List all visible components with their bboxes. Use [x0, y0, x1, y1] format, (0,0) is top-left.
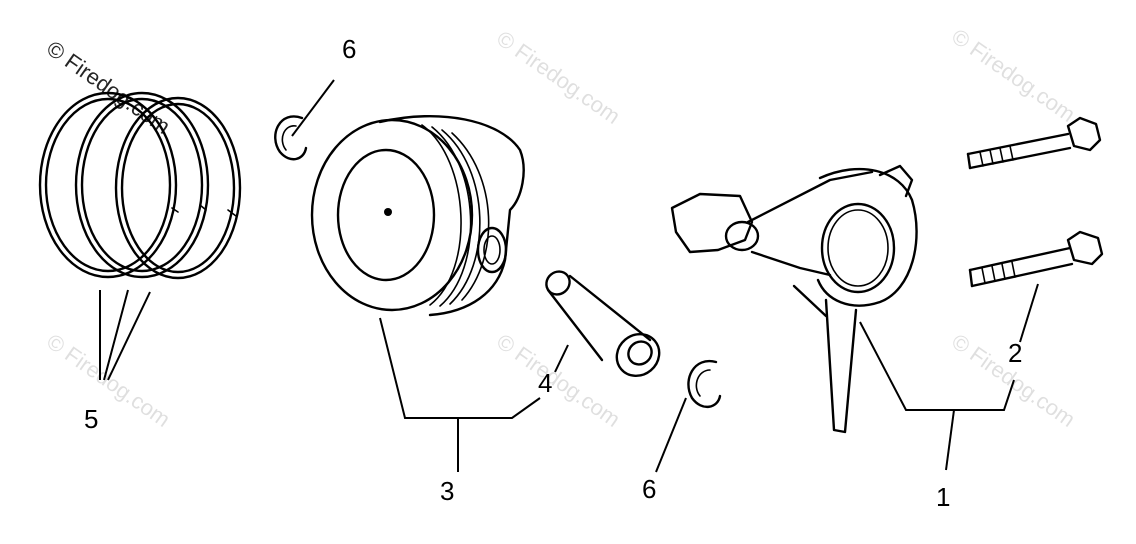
rod-bolt-upper: [966, 116, 1102, 170]
leader-6-upper: [291, 79, 335, 137]
circlip-upper-outer: [274, 115, 308, 161]
pin-end-bore: [627, 340, 653, 366]
ring-outer-2: [74, 91, 210, 279]
bolt-upper-shank-top: [966, 132, 1070, 156]
callouts: 5 3 4 6 6 1 2: [84, 34, 1022, 512]
pin-end-far: [545, 270, 571, 296]
circlip-upper: [274, 115, 308, 161]
pin-end-near: [615, 332, 661, 378]
leader-5-c: [107, 291, 151, 381]
ring-outer-3: [114, 96, 242, 280]
callout-2: 2: [1008, 338, 1022, 368]
circlip-upper-inner: [281, 125, 297, 151]
rod-big-end-bore-inner: [827, 209, 889, 287]
bolt-lower-shank-bottom: [970, 262, 1074, 288]
leader-2: [1019, 283, 1039, 343]
callout-3: 3: [440, 476, 454, 506]
ring-outer-1: [38, 91, 178, 279]
rod-beam-top: [746, 170, 874, 224]
leader-4: [554, 344, 569, 373]
piston-groove-1: [421, 124, 462, 306]
bolt-lower-thread: [981, 261, 1016, 284]
pin-body-top: [546, 288, 604, 362]
bolt-lower-tip: [968, 268, 974, 288]
piston-skirt-outline: [378, 115, 525, 317]
bolt-upper-tip: [966, 152, 972, 170]
piston-groove-2: [431, 126, 472, 307]
callout-6-lower: 6: [642, 474, 656, 504]
callout-1: 1: [936, 482, 950, 512]
watermarks: © Firedog.com © Firedog.com © Firedog.co…: [42, 24, 1080, 432]
watermark-top-center: © Firedog.com: [492, 26, 625, 129]
piston-crown-outer: [310, 118, 474, 312]
watermark-bottom-center: © Firedog.com: [492, 329, 625, 432]
connecting-rod: [670, 164, 918, 434]
callout-6-upper: 6: [342, 34, 356, 64]
ring-gap-3: [227, 209, 237, 217]
leader-5-b: [103, 289, 129, 381]
rod-bolt-boss-top: [878, 164, 914, 198]
piston-pin: [545, 270, 661, 378]
piston-groove-3: [441, 129, 481, 305]
callout-5: 5: [84, 404, 98, 434]
piston-crown-mark: [384, 208, 392, 216]
rod-big-end: [816, 167, 918, 307]
ring-gap-2: [199, 204, 207, 211]
rod-small-end: [670, 192, 754, 254]
bolt-upper-head: [1066, 116, 1102, 152]
rod-cap-edge: [792, 284, 828, 318]
watermark-bottom-left: © Firedog.com: [42, 329, 175, 432]
rod-small-end-bore: [724, 220, 760, 252]
piston-pin-bore: [483, 235, 501, 265]
rod-dipper: [824, 298, 858, 434]
watermark-top-right: © Firedog.com: [947, 24, 1080, 127]
ring-inner-2: [80, 97, 204, 273]
rod-beam-bottom: [750, 250, 832, 277]
leader-1-bracket: [859, 321, 1015, 411]
piston-crown-inner: [336, 148, 436, 282]
circlip-lower: [687, 359, 722, 408]
bolt-lower-shank-top: [968, 246, 1072, 272]
ring-inner-1: [44, 97, 172, 273]
circlip-lower-inner: [695, 369, 711, 397]
bolt-lower-head: [1066, 230, 1104, 266]
bolt-upper-shank-bottom: [968, 146, 1072, 170]
ring-inner-3: [120, 102, 236, 274]
callout-4: 4: [538, 368, 552, 398]
watermark-top-left: © Firedog.com: [42, 36, 175, 139]
piston-groove-4: [451, 132, 490, 301]
leader-6-lower: [655, 397, 687, 473]
piston: [310, 115, 525, 317]
piston-pin-boss: [476, 226, 508, 274]
piston-rings: [38, 91, 242, 280]
leader-3-bracket: [379, 317, 541, 419]
pin-body-bottom: [568, 274, 652, 342]
ring-gap-1: [171, 207, 179, 213]
circlip-lower-outer: [687, 359, 722, 408]
rod-bolt-lower: [968, 230, 1104, 288]
leader-1-stem: [945, 409, 955, 471]
rod-big-end-bore: [820, 202, 896, 294]
bolt-upper-thread: [979, 145, 1014, 167]
leader-lines: [99, 79, 1039, 473]
